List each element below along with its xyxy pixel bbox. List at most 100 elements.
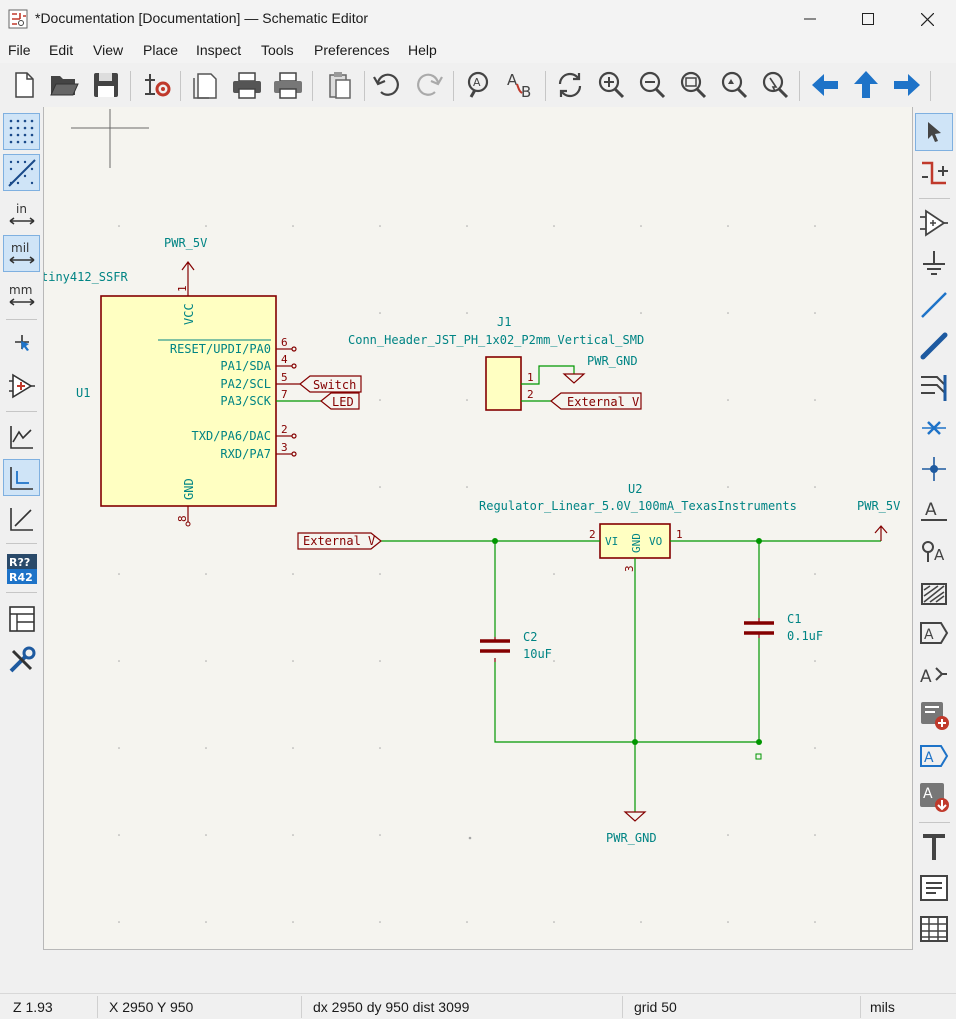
add-label-icon[interactable]: A: [915, 491, 953, 529]
import-sheet-pin-icon[interactable]: A: [915, 778, 953, 816]
menu-place[interactable]: Place: [143, 42, 179, 58]
menu-help[interactable]: Help: [408, 42, 437, 58]
add-textbox-icon[interactable]: [915, 869, 953, 907]
open-folder-icon[interactable]: [46, 67, 82, 103]
u1-pin6-num: 6: [281, 336, 288, 349]
u2-pin-vo: VO: [649, 535, 662, 548]
add-no-connect-icon[interactable]: [915, 409, 953, 447]
c1-symbol[interactable]: C1 0.1uF: [744, 612, 823, 643]
refresh-icon[interactable]: [552, 67, 588, 103]
add-symbol-icon[interactable]: [915, 204, 953, 242]
add-text-icon[interactable]: [915, 828, 953, 866]
u1-gnd-pin-number: 8: [176, 515, 189, 522]
navigate-forward-icon[interactable]: [889, 67, 925, 103]
save-icon[interactable]: [88, 67, 124, 103]
window-title: *Documentation [Documentation] — Schemat…: [35, 10, 369, 26]
add-bus-entry-icon[interactable]: [915, 368, 953, 406]
svg-text:A: A: [934, 546, 945, 564]
grid-overrides-icon[interactable]: [3, 154, 40, 191]
print-icon[interactable]: [229, 67, 265, 103]
grid-toggle-icon[interactable]: [3, 113, 40, 150]
led-label: LED: [332, 395, 354, 409]
ext-v-input-label[interactable]: External V: [297, 532, 382, 550]
annotate-icon[interactable]: R??R42: [3, 550, 40, 587]
zoom-selection-icon[interactable]: [757, 67, 793, 103]
properties-tools-icon[interactable]: [3, 641, 40, 678]
u2-out-label: PWR_5V: [857, 499, 900, 513]
u1-symbol[interactable]: tiny412_SSFR PWR_5V 1 U1 VCC GND 8 RESET…: [44, 236, 362, 527]
hierarchy-navigator-icon[interactable]: [3, 600, 40, 637]
navigate-back-icon[interactable]: [807, 67, 843, 103]
units-mm-icon[interactable]: mm: [3, 277, 40, 314]
schematic-canvas[interactable]: tiny412_SSFR PWR_5V 1 U1 VCC GND 8 RESET…: [43, 107, 913, 950]
units-mils-icon[interactable]: mil: [3, 235, 40, 272]
u2-symbol[interactable]: U2 Regulator_Linear_5.0V_100mA_TexasInst…: [479, 482, 797, 572]
u1-pin-pa6: TXD/PA6/DAC: [192, 429, 271, 443]
line-mode-free-icon[interactable]: [3, 418, 40, 455]
switch-label: Switch: [313, 378, 356, 392]
add-bus-icon[interactable]: [915, 327, 953, 365]
j1-symbol[interactable]: J1 Conn_Header_JST_PH_1x02_P2mm_Vertical…: [348, 315, 644, 411]
close-button[interactable]: [898, 0, 956, 38]
j1-value: Conn_Header_JST_PH_1x02_P2mm_Vertical_SM…: [348, 333, 644, 347]
navigate-up-icon[interactable]: [848, 67, 884, 103]
status-cursor-coords: X 2950 Y 950: [109, 999, 194, 1015]
add-junction-icon[interactable]: [915, 450, 953, 488]
line-mode-45-icon[interactable]: [3, 500, 40, 537]
add-net-class-icon[interactable]: A: [915, 532, 953, 570]
zoom-objects-icon[interactable]: [716, 67, 752, 103]
menu-edit[interactable]: Edit: [49, 42, 74, 58]
menu-view[interactable]: View: [93, 42, 124, 58]
add-rule-area-icon[interactable]: [915, 573, 953, 611]
menu-file[interactable]: File: [8, 42, 31, 58]
add-power-icon[interactable]: [915, 245, 953, 283]
zoom-fit-icon[interactable]: [675, 67, 711, 103]
right-toolbar: A A A A A A: [913, 107, 956, 950]
j1-pin2-num: 2: [527, 388, 534, 401]
add-hier-label-icon[interactable]: A: [915, 655, 953, 693]
pwr-5v-output[interactable]: PWR_5V: [857, 499, 900, 541]
find-icon[interactable]: A: [461, 67, 497, 103]
j1-gnd-label: PWR_GND: [587, 354, 638, 368]
highlight-net-icon[interactable]: [915, 154, 953, 192]
pwr-gnd-bottom[interactable]: PWR_GND: [606, 811, 657, 845]
c1-ref: C1: [787, 612, 801, 626]
add-wire-icon[interactable]: [915, 286, 953, 324]
menu-preferences[interactable]: Preferences: [314, 42, 390, 58]
plot-icon[interactable]: [270, 67, 306, 103]
cursor-crosshair-icon[interactable]: [3, 323, 40, 360]
select-tool-icon[interactable]: [915, 113, 953, 151]
units-inches-icon[interactable]: in: [3, 196, 40, 233]
zoom-out-icon[interactable]: [634, 67, 670, 103]
add-sheet-icon[interactable]: [915, 696, 953, 734]
svg-text:A: A: [924, 750, 934, 766]
junctions: [492, 538, 762, 745]
svg-text:A: A: [925, 500, 937, 520]
schematic-setup-icon[interactable]: [138, 67, 174, 103]
add-table-icon[interactable]: [915, 910, 953, 948]
u2-ref: U2: [628, 482, 642, 496]
undo-icon[interactable]: [369, 67, 405, 103]
minimize-button[interactable]: [781, 0, 839, 38]
u1-pin3-num: 3: [281, 441, 288, 454]
zoom-in-icon[interactable]: [593, 67, 629, 103]
menu-inspect[interactable]: Inspect: [196, 42, 242, 58]
new-schematic-icon[interactable]: [6, 67, 42, 103]
add-global-label-icon[interactable]: A: [915, 614, 953, 652]
u1-pin-gnd: GND: [182, 478, 196, 500]
maximize-button[interactable]: [839, 0, 897, 38]
u1-pin-vcc: VCC: [182, 303, 196, 325]
c2-symbol[interactable]: C2 10uF: [480, 630, 552, 662]
annotate-top-label: R??: [9, 556, 30, 569]
show-pin-electrical-icon[interactable]: [3, 367, 40, 404]
u2-pin-vi: VI: [605, 535, 618, 548]
paste-icon[interactable]: [322, 67, 358, 103]
wire-end-marker: [755, 753, 762, 760]
add-sheet-pin-icon[interactable]: A: [915, 737, 953, 775]
line-mode-90-icon[interactable]: [3, 459, 40, 496]
redo-icon[interactable]: [411, 67, 447, 103]
menu-tools[interactable]: Tools: [261, 42, 294, 58]
page-settings-icon[interactable]: [187, 67, 223, 103]
units-inches-label: in: [16, 202, 27, 216]
